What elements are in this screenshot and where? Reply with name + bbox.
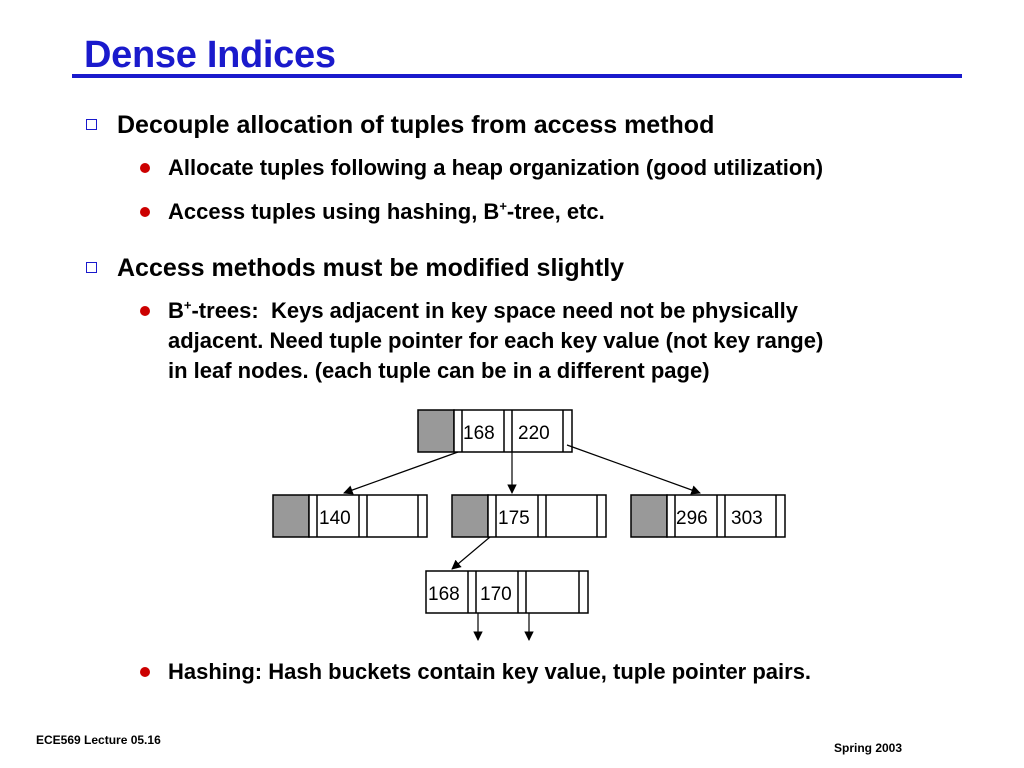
leaf-node: 168 170 xyxy=(425,570,589,614)
node-140-key-1: 140 xyxy=(319,508,351,529)
root-node: 168 220 xyxy=(417,409,573,453)
dot-bullet-icon xyxy=(140,667,150,677)
node-296-key-1: 296 xyxy=(676,508,708,529)
square-bullet-icon xyxy=(86,119,97,130)
square-bullet-icon xyxy=(86,262,97,273)
sub-bullet-1-2-text: Access tuples using hashing, B+-tree, et… xyxy=(168,198,605,224)
sub-bullet-1-1-text: Allocate tuples following a heap organiz… xyxy=(168,155,824,180)
node-175-key-1: 175 xyxy=(498,508,530,529)
node-296: 296 303 xyxy=(630,494,786,538)
node-175: 175 xyxy=(451,494,607,538)
leaf-key-2: 170 xyxy=(480,584,512,605)
pointer-root-to-296 xyxy=(566,444,701,495)
title-underline xyxy=(72,74,962,78)
footer-right: Spring 2003 xyxy=(834,741,903,755)
dot-bullet-icon xyxy=(140,163,150,173)
sub-bullet-2-2-text: Hashing: Hash buckets contain key value,… xyxy=(168,659,812,684)
slide-title: Dense Indices xyxy=(84,34,336,76)
dot-bullet-icon xyxy=(140,207,150,217)
leaf-key-1: 168 xyxy=(428,584,460,605)
dot-bullet-icon xyxy=(140,306,150,316)
sub-bullet-2-1-line-1: adjacent. Need tuple pointer for each ke… xyxy=(168,328,824,353)
sub-bullet-2-1-line-0: B+-trees: Keys adjacent in key space nee… xyxy=(168,297,798,323)
sub-bullet-2-1-line-2: in leaf nodes. (each tuple can be in a d… xyxy=(168,358,710,383)
pointer-root-to-140 xyxy=(343,451,459,495)
pointer-175-to-leaf xyxy=(451,536,491,570)
footer-left: ECE569 Lecture 05.16 xyxy=(36,733,161,747)
bullet-1-text: Decouple allocation of tuples from acces… xyxy=(117,111,715,139)
bullet-2-text: Access methods must be modified slightly xyxy=(117,254,625,282)
node-140: 140 xyxy=(272,494,428,538)
root-key-1: 168 xyxy=(463,423,495,444)
node-296-key-2: 303 xyxy=(731,508,763,529)
root-key-2: 220 xyxy=(518,423,550,444)
